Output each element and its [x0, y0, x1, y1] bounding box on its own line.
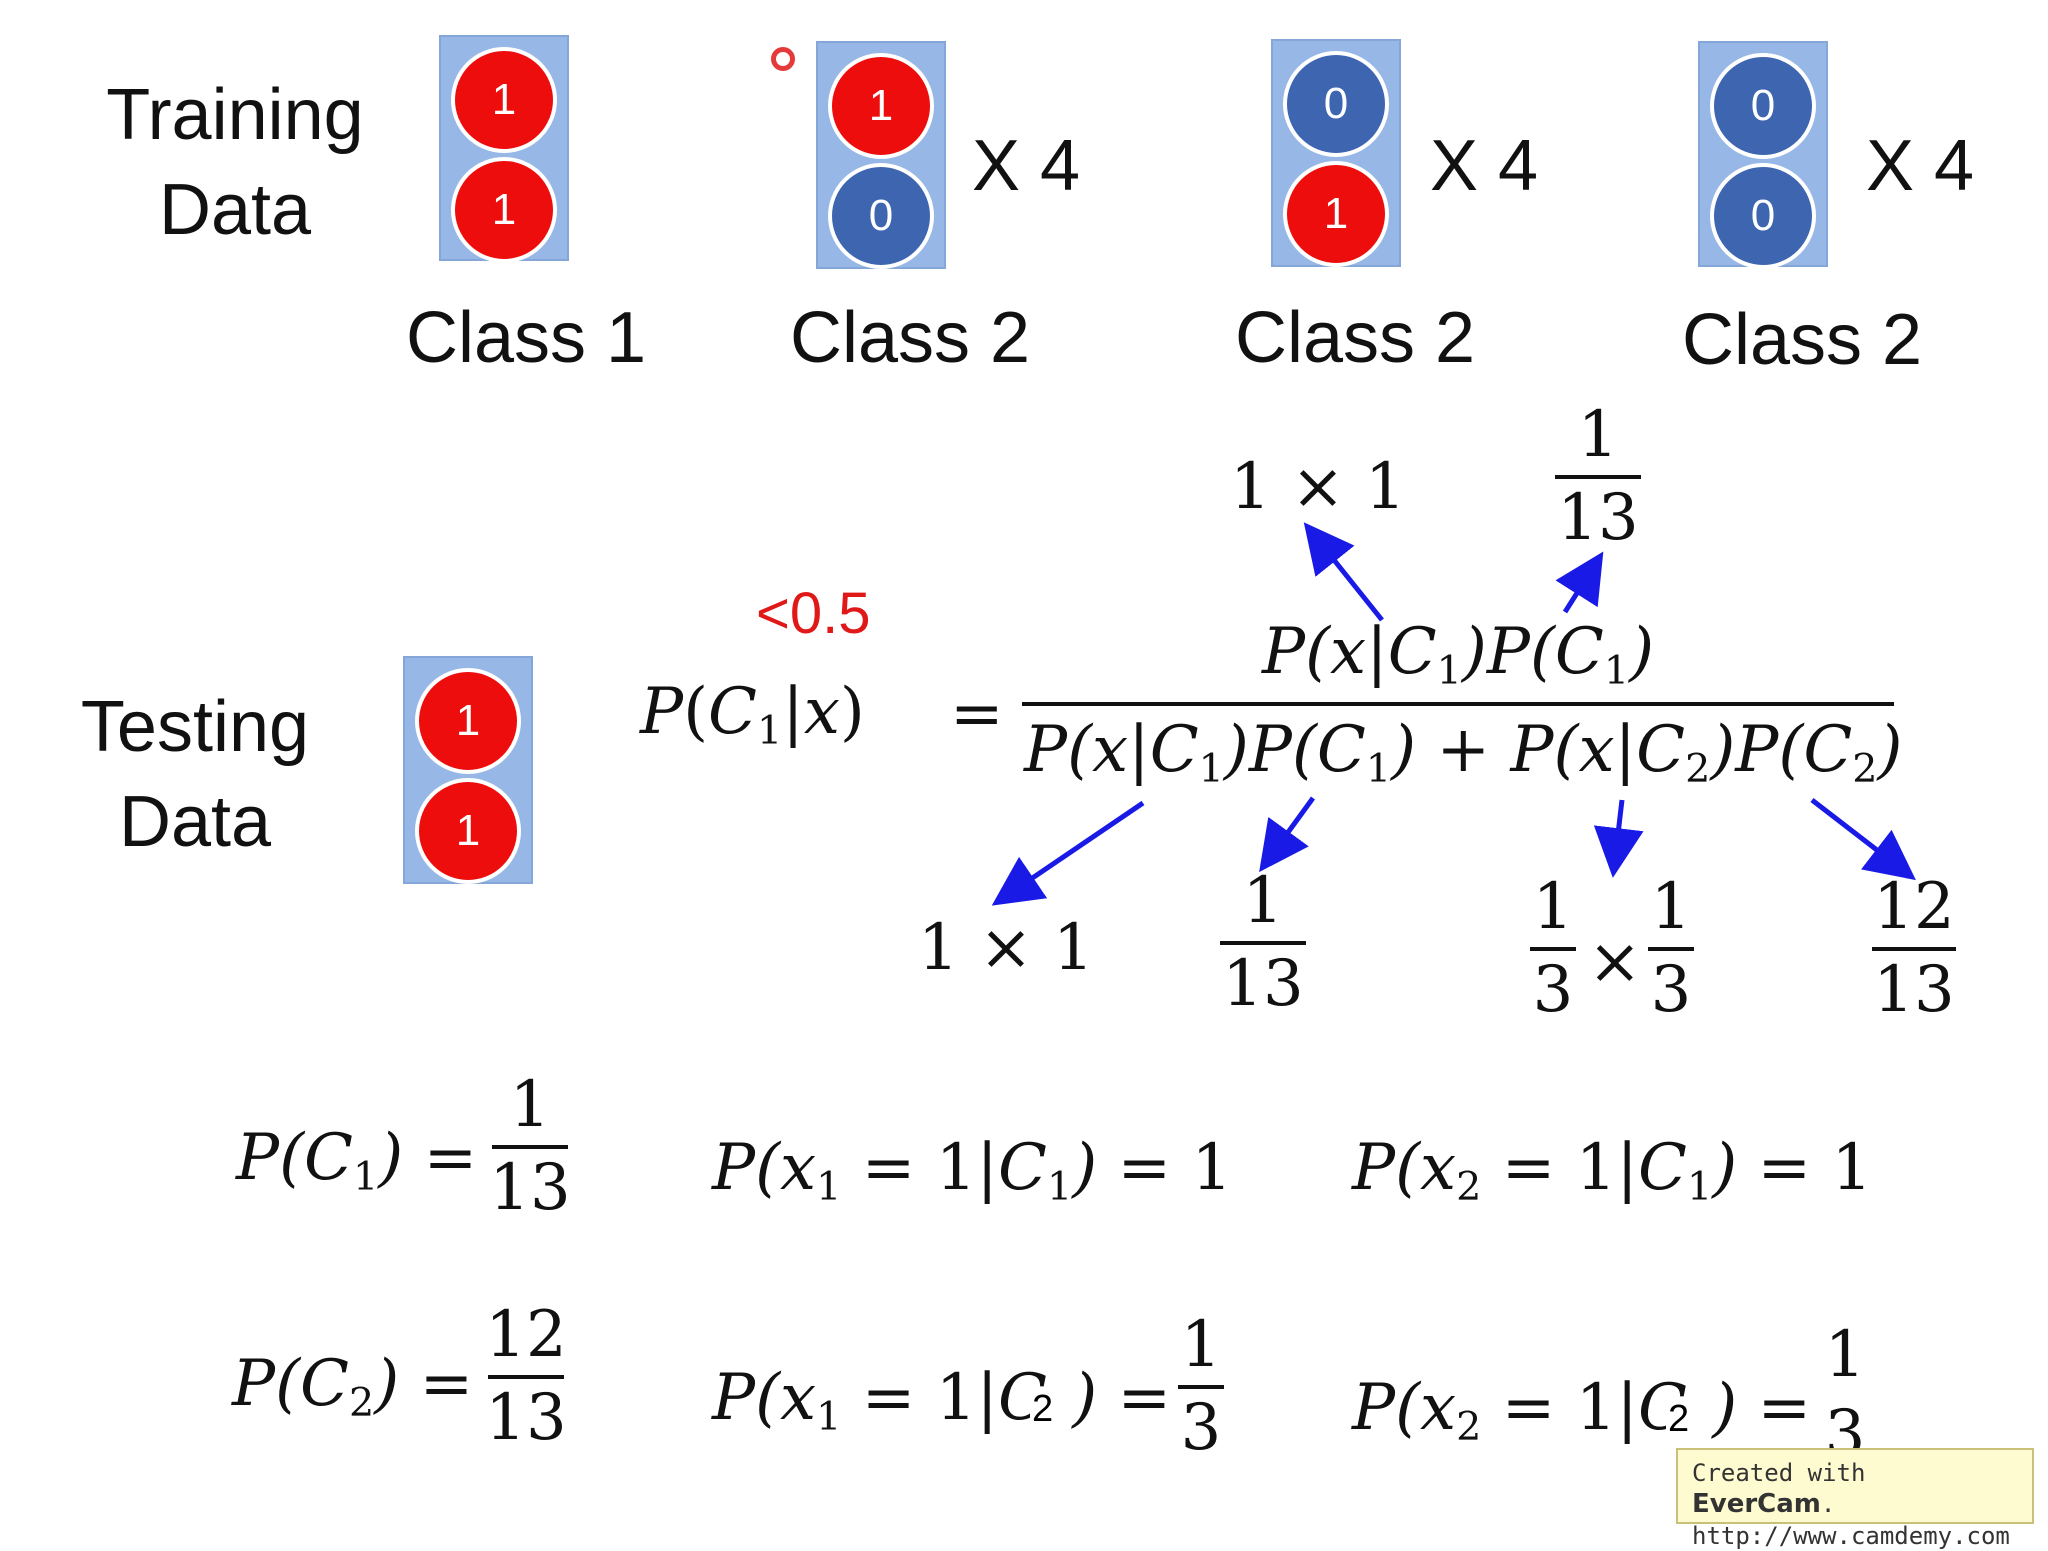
multiplier-label: X 4 [972, 126, 1081, 206]
frac-bar [1872, 947, 1956, 952]
testing-sample: 1 1 [403, 656, 533, 884]
training-sample-4: 0 0 [1698, 41, 1828, 269]
frac-denominator: 3 [1180, 1391, 1222, 1466]
posterior-lhs: P(C1|x) [640, 675, 865, 755]
frac-bar [1648, 947, 1694, 952]
frac-numerator: 1 [1650, 870, 1692, 944]
multiplier-label: X 4 [1430, 126, 1539, 206]
frac-numerator: 1 [1180, 1308, 1222, 1382]
likelihood-x2-c1: P(x2 = 1|C1) = 1 [1352, 1131, 1873, 1211]
testing-title-line2: Data [118, 782, 272, 863]
class-label: Class 2 [1682, 300, 1923, 380]
feature-dot: 0 [1710, 53, 1816, 159]
frac-numerator: 1 [1824, 1322, 1866, 1392]
feature-dot: 1 [451, 157, 557, 263]
lhs-p: P [640, 675, 684, 749]
likelihood-x1-c2: P(x1 = 1|C2) = [712, 1361, 1172, 1441]
frac-numerator: 12 [1873, 870, 1955, 944]
arrow-to-top-likelihood [1303, 522, 1384, 622]
frac-numerator: 1 [1242, 864, 1284, 938]
watermark-line1: Created with EverCam. [1692, 1458, 2018, 1521]
frac-denominator: 13 [485, 1381, 567, 1456]
feature-dot: 0 [1283, 51, 1389, 157]
arrow-to-c1-prior [1259, 796, 1316, 873]
likelihood-x1-c1: P(x1 = 1|C1) = 1 [712, 1131, 1233, 1211]
overlay-subscript: 2 [1666, 1398, 1692, 1440]
arrow-to-c2-prior [1810, 798, 1916, 881]
likelihood-c2-frac-a: 1 3 [1530, 870, 1576, 1028]
pointer-marker-icon [771, 47, 795, 71]
frac-denominator: 3 [1650, 953, 1692, 1028]
formula-fraction-bar [1022, 702, 1894, 706]
training-data-title: Training Data [100, 68, 370, 258]
testing-data-title: Testing Data [70, 680, 320, 870]
formula-numerator: P(x|C1)P(C1) [1262, 615, 1655, 695]
likelihood-x2-c2-fraction: 1 3 [1822, 1322, 1868, 1460]
posterior-annotation: <0.5 [756, 581, 871, 646]
likelihood-x1-c2-fraction: 1 3 [1178, 1308, 1224, 1466]
lhs-x: x [803, 675, 840, 749]
training-sample-1: 1 1 [439, 35, 569, 263]
class-label: Class 2 [790, 298, 1031, 378]
class-label: Class 2 [1235, 298, 1476, 378]
frac-bar [1178, 1385, 1224, 1390]
feature-dot: 0 [1710, 163, 1816, 269]
frac-numerator: 1 [1532, 870, 1574, 944]
likelihood-c2-frac-b: 1 3 [1648, 870, 1694, 1028]
training-sample-3: 0 1 [1271, 39, 1401, 267]
feature-dot: 1 [828, 53, 934, 159]
likelihood-annotation-top: 1 × 1 [1230, 450, 1406, 524]
testing-title-line1: Testing [80, 687, 310, 767]
frac-bar [1530, 947, 1576, 952]
watermark-suffix: . [1820, 1490, 1836, 1518]
feature-dot: 1 [415, 668, 521, 774]
feature-dot: 1 [415, 778, 521, 884]
prior-c1-lhs: P(C1) = [236, 1121, 478, 1201]
overlay-subscript: 2 [1030, 1388, 1056, 1430]
frac-numerator: 1 [1577, 398, 1619, 472]
training-sample-2: 1 0 [816, 41, 946, 269]
watermark-brand: EverCam [1692, 1489, 1821, 1519]
prior-c2-lhs: P(C2) = [232, 1347, 474, 1427]
class-label: Class 1 [406, 298, 647, 378]
prior-c2-annotation: 12 13 [1872, 870, 1956, 1028]
likelihood-x2-c2: P(x2 = 1|C2) = [1352, 1371, 1812, 1451]
frac-denominator: 13 [1222, 947, 1304, 1022]
training-title-line2: Data [158, 170, 312, 251]
times-sign: × [1588, 925, 1642, 999]
feature-dot: 1 [1283, 161, 1389, 267]
arrow-to-c1-likelihood [991, 800, 1145, 906]
prior-c1-fraction: 1 13 [489, 1068, 571, 1226]
formula-denominator: P(x|C1)P(C1) + P(x|C2)P(C2) [1024, 713, 1903, 793]
arrow-to-top-prior [1555, 551, 1604, 614]
lhs-sub: 1 [757, 708, 783, 755]
prior-c2-fraction: 12 13 [485, 1298, 567, 1456]
frac-bar [488, 1375, 564, 1380]
watermark-prefix: Created with [1692, 1459, 1866, 1487]
arrow-to-c2-likelihood [1593, 799, 1644, 878]
frac-bar [1220, 941, 1306, 946]
frac-numerator: 12 [485, 1298, 567, 1372]
prior-c1-annotation: 1 13 [1220, 864, 1306, 1022]
prior-annotation-top: 1 13 [1555, 398, 1641, 556]
frac-denominator: 3 [1532, 953, 1574, 1028]
multiplier-label: X 4 [1866, 126, 1975, 206]
lhs-c: C [708, 675, 757, 749]
frac-denominator: 13 [489, 1151, 571, 1226]
feature-dot: 0 [828, 163, 934, 269]
frac-numerator: 1 [509, 1068, 551, 1142]
formula-equals: = [950, 677, 1004, 751]
likelihood-c1-annotation: 1 × 1 [918, 911, 1094, 985]
frac-bar [1555, 475, 1641, 480]
frac-bar [492, 1145, 568, 1150]
training-title-line1: Training [106, 75, 364, 155]
feature-dot: 1 [451, 47, 557, 153]
frac-denominator: 13 [1873, 953, 1955, 1028]
frac-denominator: 13 [1557, 481, 1639, 556]
evercam-watermark: Created with EverCam. http://www.camdemy… [1676, 1448, 2034, 1550]
